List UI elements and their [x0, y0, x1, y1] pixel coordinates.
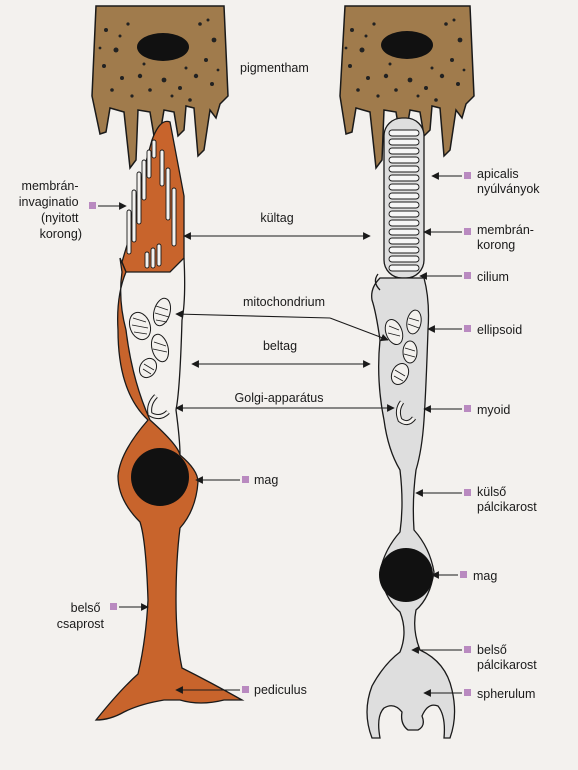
kultag-label: kültag [260, 211, 293, 225]
mag-cone-label: mag [254, 473, 278, 487]
myoid-label: myoid [477, 403, 510, 417]
cone-mitochondria [128, 297, 172, 379]
mag-rod-marker [460, 571, 467, 578]
rod-cell [366, 117, 456, 739]
mitochondrium-arrow-left [175, 310, 331, 319]
membran-invaginatio-marker [89, 202, 96, 209]
spherulum-label: spherulum [477, 687, 535, 701]
cone-nucleus [131, 448, 189, 506]
cilium-label: cilium [477, 270, 509, 284]
membran-korong-marker [464, 228, 471, 235]
spherulum-marker [464, 689, 471, 696]
pigment-epithelium-left [91, 5, 229, 170]
myoid-marker [464, 405, 471, 412]
belso-palcikarost-label: belső pálcikarost [477, 643, 537, 672]
belso-csaprost-marker [110, 603, 117, 610]
pigment-epithelium-right [339, 5, 475, 170]
mitochondrium-label: mitochondrium [243, 295, 325, 309]
pigmentham-label: pigmentham [240, 61, 309, 75]
pigment-granules [344, 18, 466, 102]
apicalis-label: apicalis nyúlványok [477, 167, 540, 196]
cilium-marker [464, 272, 471, 279]
rod-nucleus [379, 548, 433, 602]
belso-palcikarost-marker [464, 646, 471, 653]
pigment-nucleus [381, 31, 433, 59]
kulso-palcikarost-label: külső pálcikarost [477, 485, 537, 514]
pediculus-marker [242, 686, 249, 693]
apicalis-marker [464, 172, 471, 179]
rod-body [366, 277, 456, 739]
belso-csaprost-label: belső csaprost [57, 601, 105, 631]
ellipsoid-label: ellipsoid [477, 323, 522, 337]
pigment-nucleus [137, 33, 189, 61]
beltag-label: beltag [263, 339, 297, 353]
membrane-invaginations [126, 139, 177, 269]
rod-mitochondria [384, 309, 422, 386]
pediculus-label: pediculus [254, 683, 307, 697]
mitochondrium-arrow-right [329, 317, 389, 342]
cone-cell [94, 120, 245, 721]
membran-korong-label: membrán- korong [477, 223, 537, 252]
membran-invaginatio-label: membrán- invaginatio (nyitott korong) [19, 179, 82, 241]
pigment-granules [98, 18, 220, 102]
mag-cone-marker [242, 476, 249, 483]
mag-rod-label: mag [473, 569, 497, 583]
rod-discs [388, 129, 420, 272]
kulso-palcikarost-marker [464, 489, 471, 496]
ellipsoid-marker [464, 325, 471, 332]
golgi-label: Golgi-apparátus [235, 391, 324, 405]
